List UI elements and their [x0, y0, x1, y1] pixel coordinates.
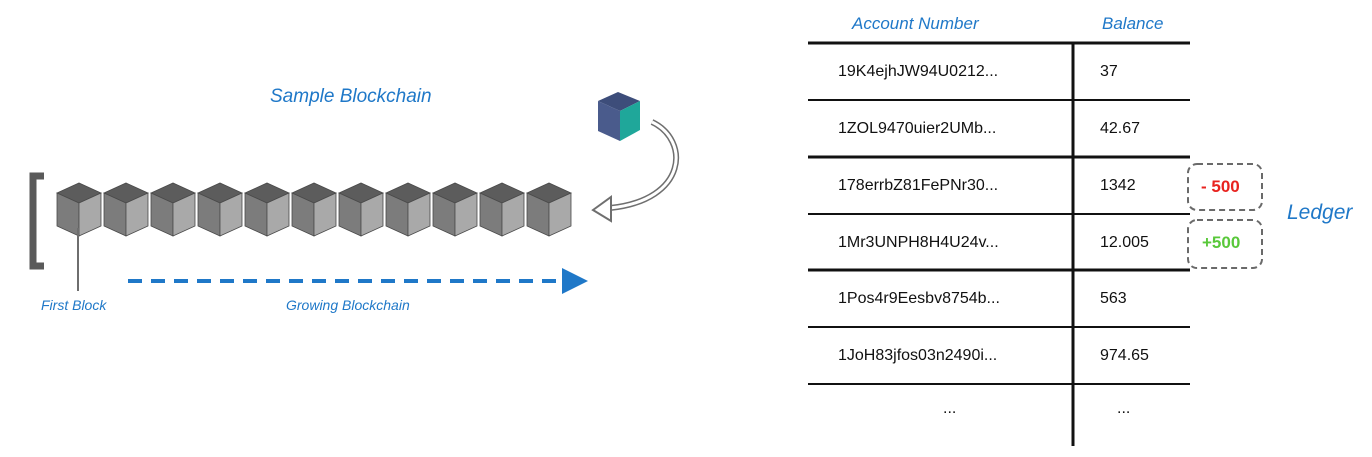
ledger-account-cell: 1JoH83jfos03n2490i... — [838, 347, 998, 364]
ledger-balance-cell: 563 — [1100, 290, 1127, 307]
ledger-account-cell: 178errbZ81FePNr30... — [838, 177, 999, 194]
chain-start-bracket — [29, 172, 44, 270]
ledger-ellipsis-balance: ... — [1117, 400, 1131, 417]
blockchain-chain — [56, 182, 572, 237]
chain-block-cube — [150, 182, 196, 237]
ledger-account-cell: 19K4ejhJW94U0212... — [838, 63, 999, 80]
debit-delta-box — [1187, 163, 1263, 211]
ledger-balance-cell: 37 — [1100, 63, 1118, 80]
ledger-balance-cell: 12.005 — [1100, 234, 1149, 251]
account-number-header: Account Number — [852, 14, 979, 33]
credit-delta-box — [1187, 219, 1263, 269]
chain-block-cube — [244, 182, 290, 237]
growing-blockchain-label: Growing Blockchain — [286, 297, 410, 313]
ledger-table-grid — [808, 41, 1190, 446]
chain-block-cube — [479, 182, 525, 237]
chain-block-cube — [432, 182, 478, 237]
ledger-account-cell: 1ZOL9470uier2UMb... — [838, 120, 997, 137]
ledger-balance-cell: 974.65 — [1100, 347, 1149, 364]
add-block-arrow — [591, 119, 679, 223]
ledger-balance-cell: 42.67 — [1100, 120, 1141, 137]
chain-block-cube — [526, 182, 572, 237]
growing-arrowhead — [562, 268, 588, 294]
ledger-account-cell: 1Pos4r9Eesbv8754b... — [838, 290, 1000, 307]
chain-block-cube — [291, 182, 337, 237]
ledger-balance-cell: 1342 — [1100, 177, 1136, 194]
credit-delta-value: +500 — [1202, 233, 1241, 252]
first-block-label: First Block — [41, 297, 107, 313]
ledger-account-cell: 1Mr3UNPH8H4U24v... — [838, 234, 999, 251]
chain-block-cube — [197, 182, 243, 237]
debit-delta-value: - 500 — [1201, 177, 1240, 196]
chain-block-cube — [338, 182, 384, 237]
blockchain-title: Sample Blockchain — [270, 86, 432, 107]
balance-header: Balance — [1102, 14, 1164, 33]
chain-block-cube — [56, 182, 102, 237]
ledger-ellipsis-account: ... — [943, 400, 957, 417]
ledger-title: Ledger — [1287, 201, 1353, 224]
chain-block-cube — [385, 182, 431, 237]
chain-block-cube — [103, 182, 149, 237]
new-block-cube — [598, 92, 640, 141]
